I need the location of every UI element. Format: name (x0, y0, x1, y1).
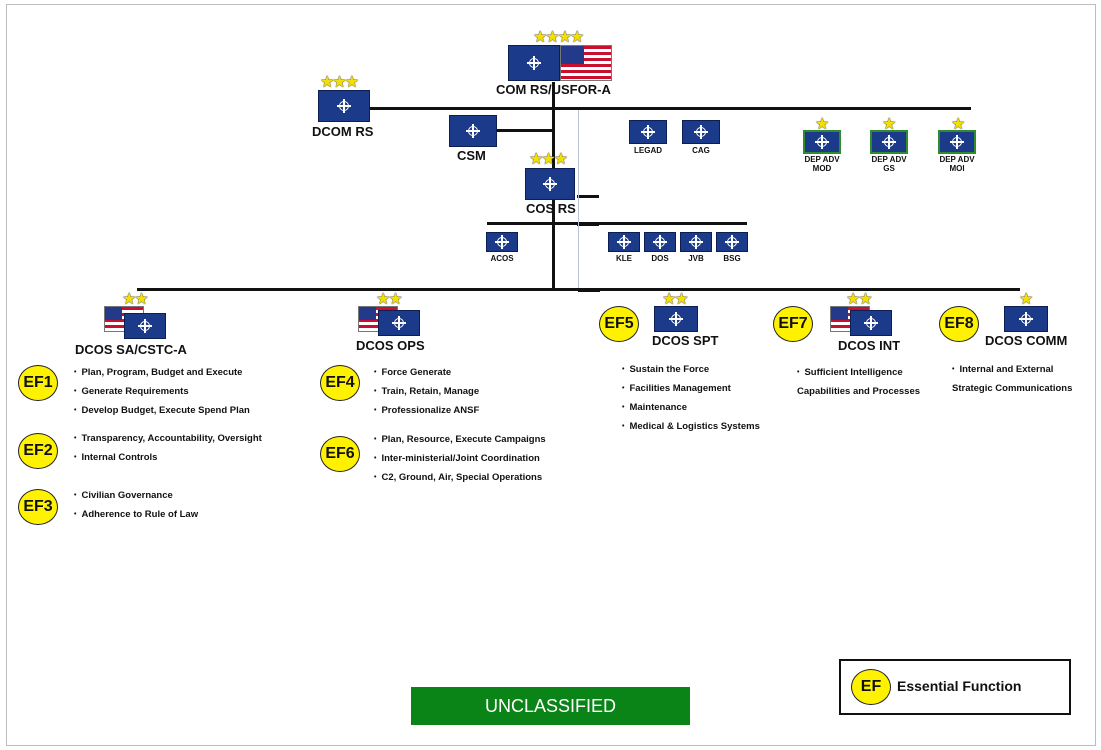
acos-label: ACOS (490, 254, 514, 263)
list-item: Generate Requirements (74, 382, 250, 401)
legend: EF Essential Function (839, 659, 1071, 715)
list-item: Train, Retain, Manage (374, 382, 479, 401)
rank-stars: ★★★ (320, 74, 359, 91)
list-item: Civilian Governance (74, 486, 198, 505)
ef6-badge: EF6 (320, 436, 360, 472)
dcos-sa-cstc-a-label: DCOS SA/CSTC-A (75, 342, 187, 357)
list-item: Force Generate (374, 363, 479, 382)
ef4-badge: EF4 (320, 365, 360, 401)
rank-stars: ★★ (122, 291, 149, 308)
list-item: Internal and External (952, 360, 1072, 379)
nato-flag-icon (1004, 306, 1048, 332)
connector-line (578, 110, 579, 288)
nato-flag-icon (644, 232, 676, 252)
rank-stars: ★ (815, 116, 829, 133)
ef1-badge: EF1 (18, 365, 58, 401)
list-item: Internal Controls (74, 448, 262, 467)
cag-label: CAG (692, 146, 710, 155)
dcom-rs-label: DCOM RS (312, 124, 374, 139)
ef1-list: Plan, Program, Budget and Execute Genera… (74, 363, 250, 420)
nato-flag-icon (938, 130, 976, 154)
nato-flag-icon (318, 90, 370, 122)
kle-label: KLE (616, 254, 632, 263)
rank-stars: ★ (882, 116, 896, 133)
list-item: Strategic Communications (952, 383, 1073, 394)
ef2-list: Transparency, Accountability, Oversight … (74, 429, 262, 467)
ef8-badge: EF8 (939, 306, 979, 342)
list-item: Transparency, Accountability, Oversight (74, 429, 262, 448)
nato-flag-icon (803, 130, 841, 154)
connector-line (497, 129, 553, 132)
nato-flag-icon (629, 120, 667, 144)
nato-flag-icon (449, 115, 497, 147)
nato-flag-icon (378, 310, 420, 336)
ef3-list: Civilian Governance Adherence to Rule of… (74, 486, 198, 524)
nato-flag-icon (850, 310, 892, 336)
nato-flag-icon (682, 120, 720, 144)
connector-line (578, 288, 600, 292)
list-item: Sufficient Intelligence (797, 363, 920, 382)
nato-flag-icon (654, 306, 698, 332)
rank-stars: ★ (1019, 291, 1033, 308)
legend-text: Essential Function (897, 678, 1022, 694)
connector-line (577, 222, 599, 226)
classification-banner: UNCLASSIFIED (411, 687, 690, 725)
ef8-list: Internal and External Strategic Communic… (952, 360, 1072, 398)
list-item: Maintenance (622, 398, 760, 417)
dcos-ops-label: DCOS OPS (356, 338, 425, 353)
list-item: Plan, Resource, Execute Campaigns (374, 430, 546, 449)
page-frame (6, 4, 1096, 746)
connector-line (368, 107, 971, 110)
ef4-list: Force Generate Train, Retain, Manage Pro… (374, 363, 479, 420)
us-flag-icon (560, 45, 612, 81)
ef5-badge: EF5 (599, 306, 639, 342)
rank-stars: ★★ (662, 291, 689, 308)
rank-stars: ★★ (376, 291, 403, 308)
connector-line (487, 222, 747, 225)
nato-flag-icon (124, 313, 166, 339)
nato-flag-icon (680, 232, 712, 252)
com-rs-label: COM RS/USFOR-A (496, 82, 611, 97)
bsg-label: BSG (723, 254, 741, 263)
ef2-badge: EF2 (18, 433, 58, 469)
cos-rs-label: COS RS (526, 201, 576, 216)
list-item: Professionalize ANSF (374, 401, 479, 420)
ef5-list: Sustain the Force Facilities Management … (622, 360, 760, 436)
nato-flag-icon (508, 45, 560, 81)
dcos-comm-label: DCOS COMM (985, 333, 1068, 348)
rank-stars: ★ (951, 116, 965, 133)
list-item: Inter-ministerial/Joint Coordination (374, 449, 546, 468)
connector-line (577, 195, 599, 198)
dcos-spt-label: DCOS SPT (652, 333, 719, 348)
rank-stars: ★★ (846, 291, 873, 308)
nato-flag-icon (525, 168, 575, 200)
nato-flag-icon (716, 232, 748, 252)
list-item: Adherence to Rule of Law (74, 505, 198, 524)
list-item: Facilities Management (622, 379, 760, 398)
list-item: Capabilities and Processes (797, 386, 921, 397)
legad-label: LEGAD (634, 146, 662, 155)
nato-flag-icon (870, 130, 908, 154)
list-item: Develop Budget, Execute Spend Plan (74, 401, 250, 420)
csm-label: CSM (457, 148, 486, 163)
legend-ef-badge: EF (851, 669, 891, 705)
ef6-list: Plan, Resource, Execute Campaigns Inter-… (374, 430, 546, 487)
list-item: C2, Ground, Air, Special Operations (374, 468, 546, 487)
list-item: Medical & Logistics Systems (622, 417, 760, 436)
list-item: Sustain the Force (622, 360, 760, 379)
ef7-list: Sufficient Intelligence Capabilities and… (797, 363, 920, 401)
nato-flag-icon (486, 232, 518, 252)
ef7-badge: EF7 (773, 306, 813, 342)
rank-stars: ★★★ (529, 151, 568, 168)
nato-flag-icon (608, 232, 640, 252)
list-item: Plan, Program, Budget and Execute (74, 363, 250, 382)
jvb-label: JVB (688, 254, 704, 263)
dos-label: DOS (651, 254, 669, 263)
rank-stars: ★★★★ (533, 29, 584, 46)
ef3-badge: EF3 (18, 489, 58, 525)
dcos-int-label: DCOS INT (838, 338, 901, 353)
